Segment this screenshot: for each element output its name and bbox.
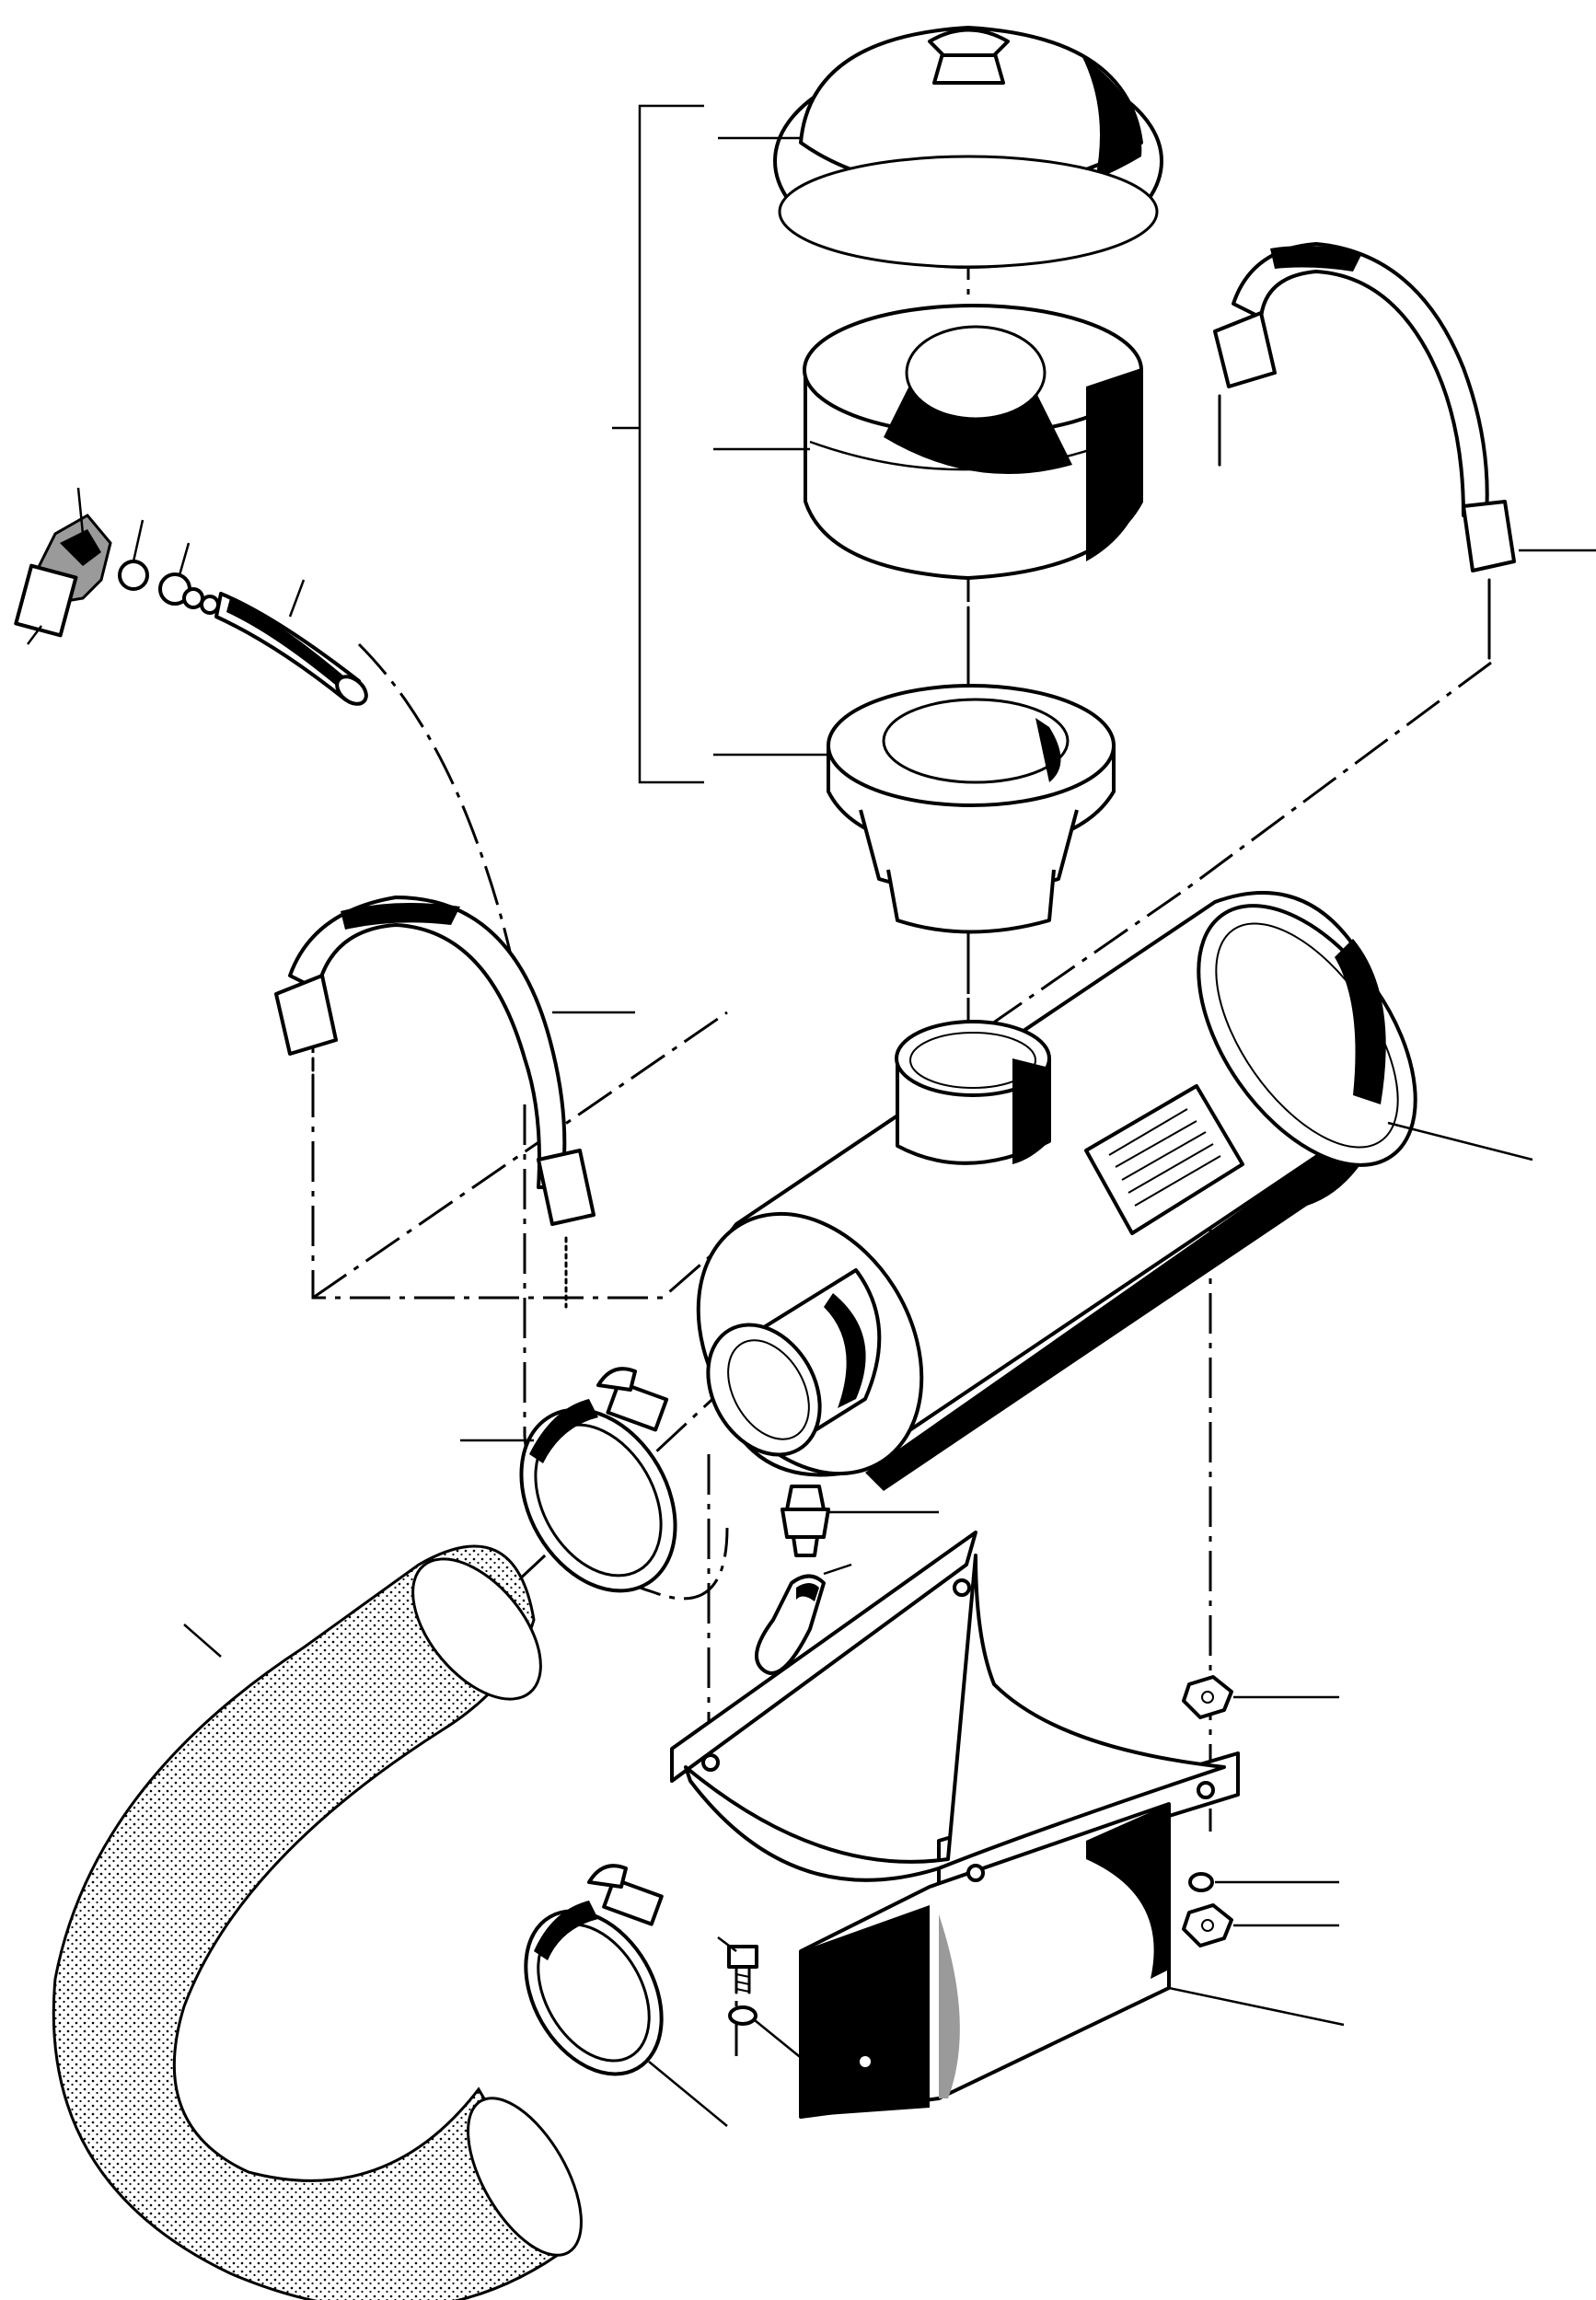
drain-hose — [214, 592, 368, 706]
upper-mounting-strap — [1213, 242, 1516, 660]
air-hose — [52, 1544, 583, 2300]
lower-hose-clamp — [524, 1864, 664, 2076]
filter-cover — [773, 26, 1163, 269]
air-cleaner-body — [696, 891, 1417, 1491]
label-plate-text-lines — [1108, 1108, 1221, 1207]
nuts — [1182, 1675, 1233, 1947]
dust-cup — [827, 684, 1116, 934]
restriction-indicator — [14, 514, 220, 638]
filter-element — [803, 304, 1143, 766]
lock-washer — [728, 2005, 758, 2026]
cleaner-assembly-bracket — [612, 104, 704, 784]
vacuator-fitting — [781, 1485, 830, 1557]
mounting-bracket — [670, 1531, 1240, 2119]
callout-leaders — [27, 136, 1596, 2127]
bolt — [727, 1945, 758, 1994]
upper-hose-clamp — [519, 1367, 677, 1593]
lower-mounting-strap — [274, 896, 596, 1309]
flat-washer — [1188, 1872, 1214, 1892]
